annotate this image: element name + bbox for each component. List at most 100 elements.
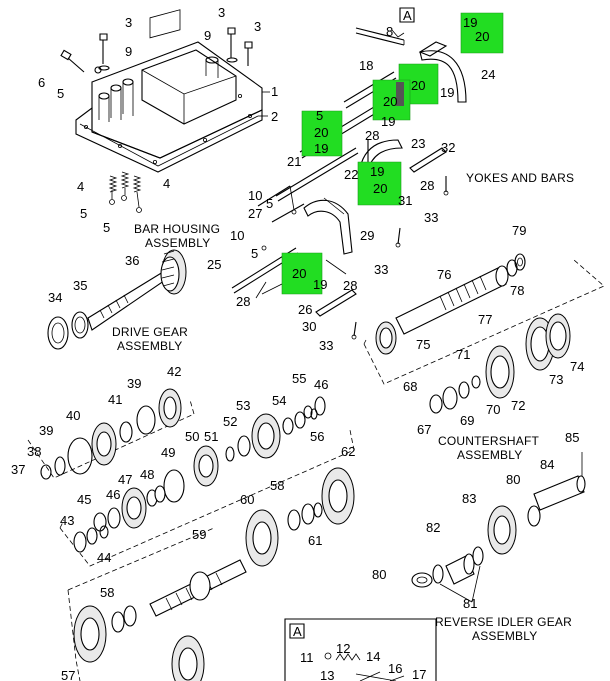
callout-80: 80 [506, 472, 520, 487]
callout-28: 28 [365, 128, 379, 143]
callout-36: 36 [125, 253, 139, 268]
detail-ref-a: A [403, 8, 412, 23]
callout-3: 3 [254, 19, 261, 34]
callout-32: 32 [441, 140, 455, 155]
caption-yokes-and-bars: YOKES AND BARS [466, 171, 574, 185]
callout-4: 4 [77, 179, 84, 194]
hl-label: 20 [314, 125, 328, 140]
callout-9: 9 [204, 28, 211, 43]
dark-insert [396, 82, 404, 106]
callout-58: 58 [270, 478, 284, 493]
callout-34: 34 [48, 290, 62, 305]
hl-label: 20 [411, 78, 425, 93]
callout-5: 5 [266, 196, 273, 211]
callout-57: 57 [61, 668, 75, 681]
callout-5: 5 [103, 220, 110, 235]
callout-25: 25 [207, 257, 221, 272]
callout-51: 51 [204, 429, 218, 444]
callout-14: 14 [366, 649, 380, 664]
callout-47: 47 [118, 472, 132, 487]
hl-label: 20 [373, 181, 387, 196]
hl-label: 5 [316, 108, 323, 123]
callout-42: 42 [167, 364, 181, 379]
hl-label: 20 [292, 266, 306, 281]
caption-drive-gear-2: ASSEMBLY [117, 339, 182, 353]
callout-41: 41 [108, 392, 122, 407]
callout-71: 71 [456, 347, 470, 362]
callout-33: 33 [319, 338, 333, 353]
drive-gear-assembly [48, 250, 186, 349]
callout-2: 2 [271, 109, 278, 124]
callout-43: 43 [60, 513, 74, 528]
callout-33: 33 [424, 210, 438, 225]
callout-68: 68 [403, 379, 417, 394]
callout-17: 17 [412, 667, 426, 681]
callout-19: 19 [381, 114, 395, 129]
callout-80: 80 [372, 567, 386, 582]
callout-31: 31 [398, 193, 412, 208]
callout-46: 46 [106, 487, 120, 502]
callout-53: 53 [236, 398, 250, 413]
hl-label: 19 [370, 164, 384, 179]
caption-reverse-idler-2: ASSEMBLY [472, 629, 537, 643]
callout-50: 50 [185, 429, 199, 444]
callout-4: 4 [163, 176, 170, 191]
callout-1: 1 [271, 84, 278, 99]
callout-77: 77 [478, 312, 492, 327]
callout-16: 16 [388, 661, 402, 676]
callout-21: 21 [287, 154, 301, 169]
callout-74: 74 [570, 359, 584, 374]
callout-52: 52 [223, 414, 237, 429]
callout-5: 5 [80, 206, 87, 221]
caption-countershaft-1: COUNTERSHAFT [438, 434, 540, 448]
callout-37: 37 [11, 462, 25, 477]
callout-40: 40 [66, 408, 80, 423]
caption-bar-housing-2: ASSEMBLY [145, 236, 210, 250]
callout-39: 39 [127, 376, 141, 391]
callout-5: 5 [57, 86, 64, 101]
callout-56: 56 [310, 429, 324, 444]
highlight-box-1 [461, 13, 503, 53]
callout-28: 28 [343, 278, 357, 293]
callout-75: 75 [416, 337, 430, 352]
callout-29: 29 [360, 228, 374, 243]
caption-drive-gear-1: DRIVE GEAR [112, 325, 188, 339]
callout-18: 18 [359, 58, 373, 73]
callout-62: 62 [341, 444, 355, 459]
highlight-box-6 [282, 253, 322, 294]
callout-9: 9 [125, 44, 132, 59]
callout-24: 24 [481, 67, 495, 82]
callout-69: 69 [460, 413, 474, 428]
callout-26: 26 [298, 302, 312, 317]
caption-reverse-idler-1: REVERSE IDLER GEAR [435, 615, 572, 629]
callout-46: 46 [314, 377, 328, 392]
callout-39: 39 [39, 423, 53, 438]
callout-85: 85 [565, 430, 579, 445]
detent-springs [110, 172, 142, 213]
callout-84: 84 [540, 457, 554, 472]
hl-label: 19 [314, 141, 328, 156]
callout-35: 35 [73, 278, 87, 293]
highlight-box-5 [358, 162, 401, 205]
callout-55: 55 [292, 371, 306, 386]
callout-81: 81 [463, 596, 477, 611]
callout-76: 76 [437, 267, 451, 282]
callout-27: 27 [248, 206, 262, 221]
reverse-idler-assembly [412, 452, 585, 602]
highlight-box-4 [302, 111, 342, 156]
callout-3: 3 [125, 15, 132, 30]
hl-label: 19 [313, 277, 327, 292]
callout-22: 22 [344, 167, 358, 182]
callout-60: 60 [240, 492, 254, 507]
callout-6: 6 [38, 75, 45, 90]
callout-45: 45 [77, 492, 91, 507]
callout-73: 73 [549, 372, 563, 387]
callout-12: 12 [336, 641, 350, 656]
callout-58: 58 [100, 585, 114, 600]
callout-79: 79 [512, 223, 526, 238]
callout-3: 3 [218, 5, 225, 20]
countershaft-assembly [364, 254, 604, 413]
detail-a [285, 619, 436, 681]
callout-5: 5 [251, 246, 258, 261]
